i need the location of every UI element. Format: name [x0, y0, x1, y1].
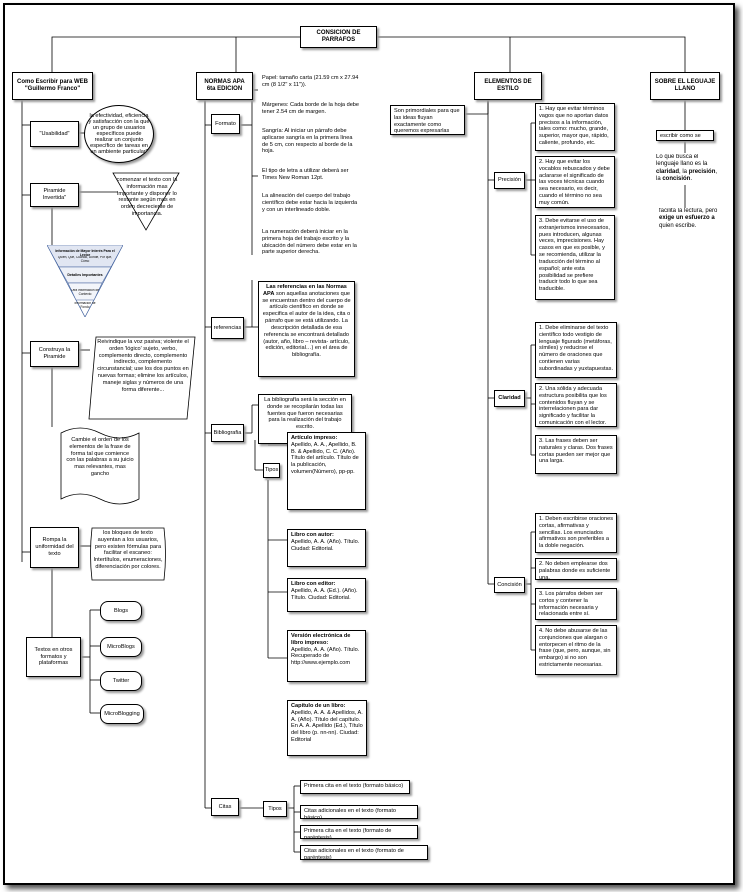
pyramid-level-1-detail: Quién, Qué, Cuándo, Dónde, Por qué, Cómo — [57, 256, 113, 263]
formato-alignment: La alineación del cuerpo del trabajo cie… — [262, 193, 358, 213]
llano-sep-1: , la — [679, 168, 689, 175]
referencias-text: son aquellas anotaciones que se encuentr… — [262, 290, 351, 359]
concision-item-1: 1. Deben escribirse oraciones cortas, af… — [535, 513, 617, 553]
map-title: CONSICION DE PARRAFOS — [300, 26, 377, 48]
formato-numbering: La numeración deberá iniciar en la prime… — [262, 229, 357, 256]
llano-item-3-text: facilita la lectura, pero — [659, 208, 718, 214]
cambie-wave-shape — [60, 427, 140, 505]
llano-item-2-text: Lo que busca el lenguaje llano es la — [656, 154, 708, 168]
type-articulo: Artículo impreso: Apellido, A. A., Apell… — [287, 432, 366, 510]
concision-node: Concisión — [494, 577, 525, 593]
bib-tipos-node: Tipos — [263, 463, 280, 478]
rompa-definition: los bloques de texto auyentan a los usua… — [93, 530, 163, 571]
type-libro-autor-title: Libro con autor: — [291, 532, 334, 538]
llano-precision: precisión — [688, 168, 716, 175]
col3-heading: ELEMENTOS DE ESTILO — [474, 72, 542, 100]
referencias-node: referencias — [211, 317, 244, 339]
formato-font: El tipo de letra a utilizar deberá ser T… — [262, 168, 349, 181]
claridad-item-1: 1. Debe eliminarse del texto científico … — [535, 322, 617, 378]
claridad-item-3: 3. Las frases deben ser naturales y clar… — [535, 435, 617, 474]
platform-microblogging: MicroBlogging — [100, 704, 144, 724]
precision-item-1: 1. Hay que evitar términos vagos que no … — [535, 103, 615, 151]
type-version-electronica: Versión electrónica de libro impreso: Ap… — [287, 630, 366, 682]
type-libro-autor-body: Apellido, A. A. (Año). Título. Ciudad: E… — [291, 538, 360, 552]
llano-item-2: Lo que busca el lenguaje llano es la cla… — [656, 154, 718, 183]
cita-item-1: Primera cita en el texto (formato básico… — [300, 780, 410, 794]
construya-definition: Reivindique la voz pasiva; violente el o… — [97, 339, 189, 393]
referencias-bold: Las referencias en las Normas APA — [263, 284, 347, 297]
concision-item-3: 3. Los párrafos deben ser cortos y conte… — [535, 588, 617, 620]
llano-item-1: escribir como se habla — [656, 130, 714, 141]
llano-item-3-end: quien escribe. — [659, 222, 697, 229]
type-version-electronica-title: Versión electrónica de libro impreso: — [291, 633, 351, 646]
referencias-definition: Las referencias en las Normas APA son aq… — [258, 281, 355, 377]
type-libro-editor: Libro con editor: Apellido, A. A. (Ed.).… — [287, 578, 366, 612]
llano-concision: concisión — [662, 175, 691, 182]
type-libro-editor-body: Apellido, A. A. (Ed.). (Año). Título. Ci… — [291, 587, 358, 601]
platform-twitter: Twitter — [100, 671, 142, 691]
cita-item-2: Citas adicionales en el texto (formato b… — [300, 805, 418, 819]
inverted-triangle — [112, 172, 180, 231]
formato-paper: Papel: tamaño carta (21.59 cm x 27.94 cm… — [262, 75, 359, 88]
type-version-electronica-body: Apellido, A. A. (Año). Título. Recuperad… — [291, 646, 360, 667]
pyramid-level-1: Información de Mayor Interés Para el Lec… — [55, 249, 115, 258]
pyramid-level-4: Información de Fondo — [74, 302, 96, 309]
llano-item-3: facilita la lectura, pero exige un esfue… — [659, 208, 719, 230]
formato-margins: Márgenes: Cada borde de la hoja debe ten… — [262, 102, 360, 115]
formato-indent: Sangría: Al iniciar un párrafo debe apli… — [262, 128, 353, 155]
claridad-item-2: 2. Una sólida y adecuada estructura posi… — [535, 383, 617, 427]
construya-parallelogram — [88, 336, 196, 420]
llano-esfuerzo: exige un esfuerzo a — [659, 215, 715, 222]
type-libro-autor: Libro con autor: Apellido, A. A. (Año). … — [287, 529, 366, 567]
concision-item-2: 2. No deben emplearse dos palabras donde… — [535, 558, 617, 580]
pyramid-level-3: Otra información de Contexto — [71, 289, 99, 296]
construya-node: Construya la Piramide — [30, 341, 79, 367]
type-articulo-title: Artículo impreso: — [291, 435, 338, 441]
estilo-intro: Son primordiales para que las ideas fluy… — [390, 105, 465, 135]
usabilidad-definition: la efectividad, eficiencia y satisfacció… — [84, 105, 154, 163]
type-capitulo-title: Capítulo de un libro: — [291, 703, 346, 709]
citas-node: Citas — [211, 798, 239, 816]
pyramid-level-2: Detalles Importantes — [67, 273, 103, 277]
llano-claridad: claridad — [656, 168, 680, 175]
cita-item-4: Citas adicionales en el texto (formato d… — [300, 845, 428, 860]
col2-heading: NORMAS APA 6ta EDICION — [196, 72, 253, 100]
rompa-node: Rompa la uniformidad del texto — [30, 527, 79, 568]
platform-blogs: Blogs — [100, 601, 142, 621]
usabilidad-node: "Usabilidad" — [30, 121, 79, 147]
type-articulo-body: Apellido, A. A., Apellido, B. B. & Apell… — [291, 441, 359, 476]
precision-item-2: 2. Hay que evitar los vocablos rebuscado… — [535, 156, 615, 208]
platform-microblogs: MicroBlogs — [100, 637, 142, 657]
type-capitulo: Capítulo de un libro: Apellido, A. A. & … — [287, 700, 367, 756]
col4-heading: SOBRE EL LEGUAJE LLANO — [650, 72, 720, 100]
textos-node: Textos en otros formatos y plataformas — [26, 637, 81, 677]
claridad-node: Claridad — [494, 390, 525, 407]
rompa-scroll-shape — [90, 527, 166, 581]
cita-item-3: Primera cita en el texto (formato de par… — [300, 825, 418, 839]
precision-item-3: 3. Debe evitarse el uso de extranjerismo… — [535, 215, 615, 300]
cambie-text: Cambie el orden de los elementos de la f… — [66, 437, 134, 478]
formato-node: Formato — [211, 114, 240, 134]
col1-heading: Como Escribir para WEB "Guillermo Franco… — [12, 72, 93, 100]
llano-sep-2: , la — [656, 168, 718, 182]
llano-period: . — [690, 175, 693, 182]
piramide-node: Piramide Invertida" — [30, 183, 79, 207]
triangle-text: comenzar el texto con la información mas… — [116, 177, 178, 218]
concision-item-4: 4. No debe abusarse de las conjunciones … — [535, 625, 617, 675]
pyramid-graphic — [47, 245, 123, 317]
type-libro-editor-title: Libro con editor: — [291, 581, 336, 587]
type-capitulo-body: Apellido, A. A. & Apellidos, A. A. (Año)… — [291, 709, 363, 744]
precision-node: Precisión — [494, 172, 525, 189]
citas-tipos-node: Tipos — [263, 801, 287, 817]
bibliografia-node: Bibliografia — [211, 424, 244, 442]
